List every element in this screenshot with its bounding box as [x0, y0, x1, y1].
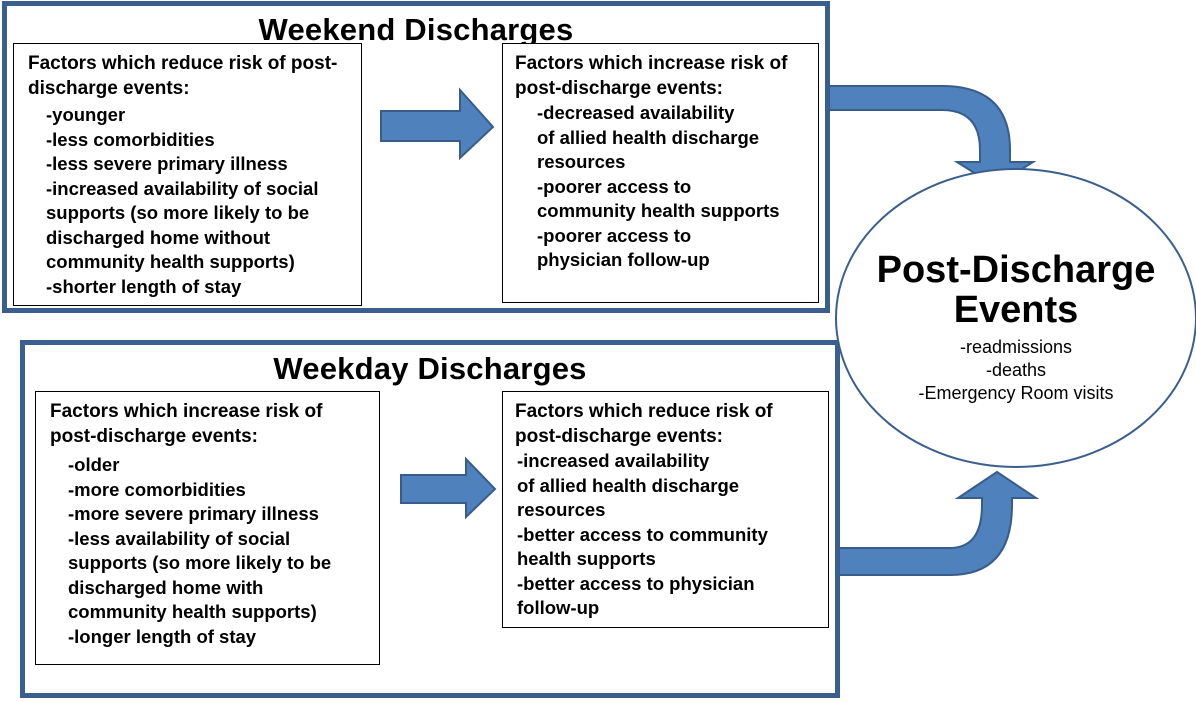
post-discharge-events-ellipse: Post-Discharge Events -readmissions -dea… [835, 168, 1196, 468]
weekend-reduce-risk-box: Factors which reduce risk of post-discha… [13, 43, 362, 306]
weekday-increase-list: -older -more comorbidities -more severe … [50, 453, 371, 649]
outcome-list: -readmissions -deaths -Emergency Room vi… [837, 336, 1195, 405]
list-item: -poorer access to physician follow-up [537, 224, 710, 271]
weekend-right-arrow [380, 87, 495, 161]
weekend-increase-heading: Factors which increase risk of post-disc… [515, 53, 788, 99]
weekend-reduce-heading: Factors which reduce risk of post-discha… [28, 53, 338, 99]
list-item: -increased availability of social suppor… [46, 177, 319, 273]
weekend-increase-risk-box: Factors which increase risk of post-disc… [502, 43, 819, 303]
list-item: -more severe primary illness [68, 503, 319, 524]
weekday-reduce-risk-box: Factors which reduce risk of post-discha… [502, 391, 829, 628]
weekday-reduce-heading: Factors which reduce risk of post-discha… [515, 401, 773, 447]
weekday-reduce-list: -increased availability of allied health… [515, 449, 820, 621]
weekend-reduce-list: -younger -less comorbidities -less sever… [28, 103, 353, 299]
list-item: -deaths [985, 360, 1047, 380]
list-item: -readmissions [959, 337, 1073, 357]
list-item: -less severe primary illness [46, 153, 288, 174]
weekend-title: Weekend Discharges [258, 12, 574, 47]
list-item: -longer length of stay [68, 625, 257, 647]
weekday-title: Weekday Discharges [273, 351, 587, 386]
list-item: -poorer access to community health suppo… [537, 175, 780, 222]
weekday-increase-heading: Factors which increase risk of post-disc… [50, 401, 323, 447]
weekday-increase-risk-box: Factors which increase risk of post-disc… [35, 391, 380, 665]
list-item: -increased availability of allied health… [517, 450, 740, 520]
weekday-to-outcome-arrow [835, 470, 1040, 576]
list-item: -older [68, 454, 120, 475]
list-item: -decreased availability of allied health… [537, 102, 760, 172]
list-item: -Emergency Room visits [918, 383, 1114, 403]
list-item: -shorter length of stay [46, 275, 242, 297]
list-item: -less availability of social supports (s… [68, 527, 332, 623]
list-item: -better access to community health suppo… [517, 523, 768, 570]
list-item: -younger [46, 104, 126, 125]
list-item: -less comorbidities [46, 128, 215, 150]
outcome-title: Post-Discharge Events [837, 250, 1195, 330]
weekday-right-arrow [400, 456, 497, 520]
outcome-title-text: Post-Discharge Events [876, 249, 1156, 331]
list-item: -more comorbidities [68, 478, 246, 500]
list-item: -better access to physician follow-up [517, 572, 755, 619]
weekend-increase-list: -decreased availability of allied health… [515, 101, 810, 273]
